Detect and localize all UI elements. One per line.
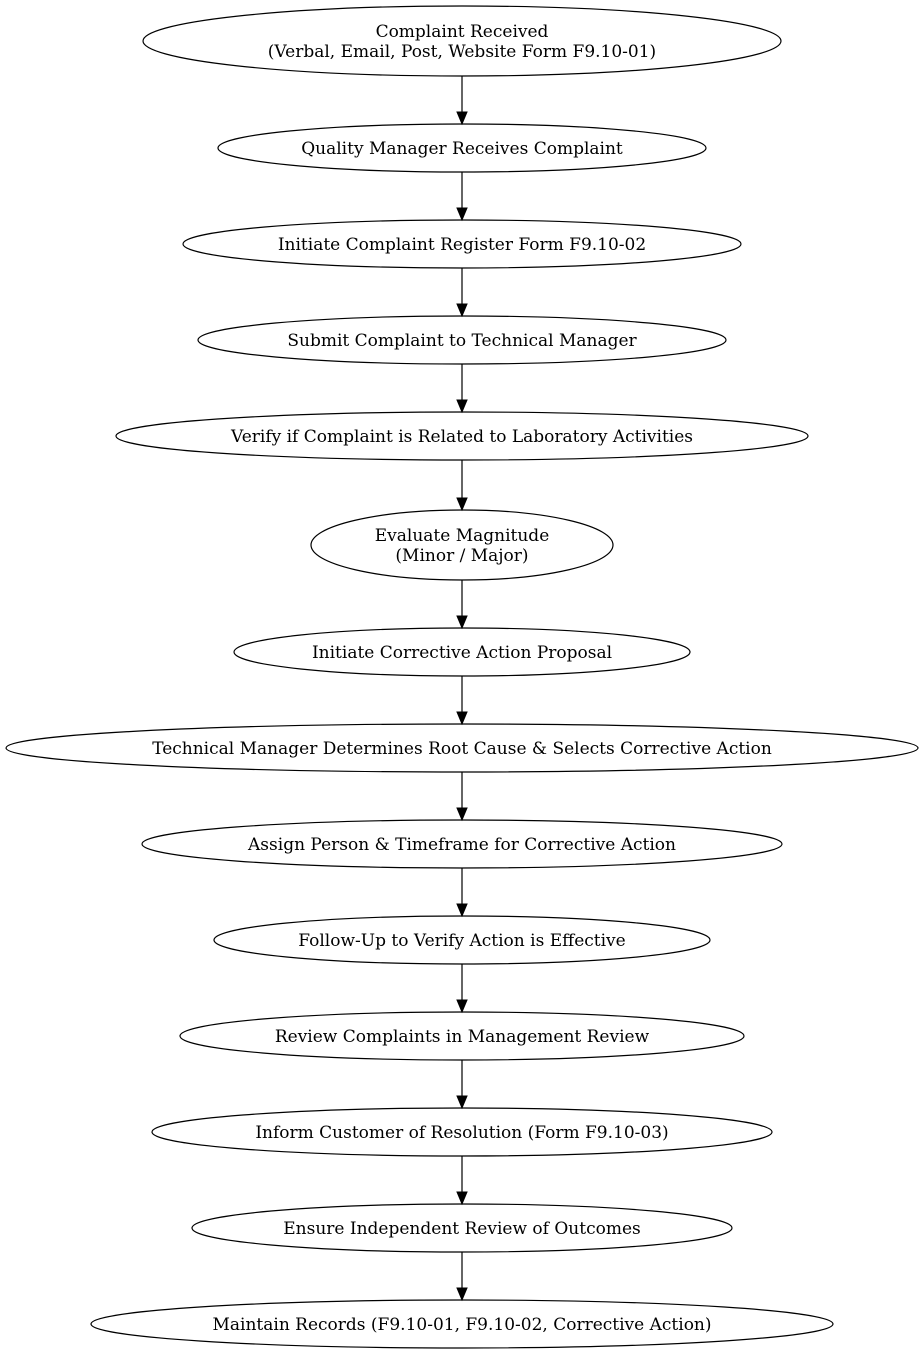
arrowhead-icon — [456, 807, 468, 822]
flow-edge-assign-person-to-follow-up — [456, 868, 468, 918]
arrowhead-icon — [456, 111, 468, 126]
node-label: Review Complaints in Management Review — [275, 1027, 650, 1047]
flow-node-corrective-proposal: Initiate Corrective Action Proposal — [233, 627, 691, 677]
flow-node-initiate-register: Initiate Complaint Register Form F9.10-0… — [182, 219, 742, 269]
flow-node-verify-related: Verify if Complaint is Related to Labora… — [115, 411, 809, 461]
flow-node-independent-review: Ensure Independent Review of Outcomes — [191, 1203, 733, 1253]
arrowhead-icon — [456, 497, 468, 512]
node-ellipse — [191, 1203, 733, 1253]
arrowhead-icon — [456, 999, 468, 1014]
node-label: Initiate Corrective Action Proposal — [312, 643, 612, 663]
flow-edge-inform-customer-to-independent-review — [456, 1156, 468, 1206]
flow-edge-corrective-proposal-to-root-cause — [456, 676, 468, 726]
node-ellipse — [213, 915, 711, 965]
node-ellipse — [142, 5, 782, 77]
flow-node-inform-customer: Inform Customer of Resolution (Form F9.1… — [151, 1107, 773, 1157]
flow-edge-complaint-received-to-qm-receives — [456, 76, 468, 126]
flow-edge-independent-review-to-maintain-records — [456, 1252, 468, 1302]
flow-node-submit-to-tm: Submit Complaint to Technical Manager — [197, 315, 727, 365]
node-label: (Minor / Major) — [395, 546, 528, 566]
flow-node-qm-receives: Quality Manager Receives Complaint — [217, 123, 707, 173]
node-ellipse — [179, 1011, 745, 1061]
node-ellipse — [151, 1107, 773, 1157]
arrowhead-icon — [456, 1191, 468, 1206]
node-label: Initiate Complaint Register Form F9.10-0… — [278, 235, 646, 255]
node-label: Assign Person & Timeframe for Corrective… — [247, 835, 676, 855]
flow-node-complaint-received: Complaint Received(Verbal, Email, Post, … — [142, 5, 782, 77]
arrowhead-icon — [456, 399, 468, 414]
arrowhead-icon — [456, 615, 468, 630]
flow-edge-root-cause-to-assign-person — [456, 772, 468, 822]
arrowhead-icon — [456, 903, 468, 918]
node-label: Submit Complaint to Technical Manager — [287, 331, 637, 351]
node-label: Verify if Complaint is Related to Labora… — [230, 427, 693, 447]
arrowhead-icon — [456, 303, 468, 318]
flow-node-assign-person: Assign Person & Timeframe for Corrective… — [141, 819, 783, 869]
arrowhead-icon — [456, 711, 468, 726]
node-label: (Verbal, Email, Post, Website Form F9.10… — [268, 42, 656, 62]
arrowhead-icon — [456, 207, 468, 222]
node-label: Inform Customer of Resolution (Form F9.1… — [255, 1123, 668, 1143]
node-ellipse — [233, 627, 691, 677]
flow-edge-submit-to-tm-to-verify-related — [456, 364, 468, 414]
node-ellipse — [90, 1299, 834, 1349]
flow-node-root-cause: Technical Manager Determines Root Cause … — [5, 723, 919, 773]
flow-edge-follow-up-to-management-review — [456, 964, 468, 1014]
node-ellipse — [5, 723, 919, 773]
flow-edge-verify-related-to-evaluate-magnitude — [456, 460, 468, 512]
node-label: Quality Manager Receives Complaint — [301, 139, 623, 159]
node-label: Maintain Records (F9.10-01, F9.10-02, Co… — [212, 1315, 711, 1335]
flow-edge-qm-receives-to-initiate-register — [456, 172, 468, 222]
node-ellipse — [310, 509, 614, 581]
flow-node-evaluate-magnitude: Evaluate Magnitude(Minor / Major) — [310, 509, 614, 581]
nodes-layer: Complaint Received(Verbal, Email, Post, … — [5, 5, 919, 1349]
flow-edge-management-review-to-inform-customer — [456, 1060, 468, 1110]
flow-node-maintain-records: Maintain Records (F9.10-01, F9.10-02, Co… — [90, 1299, 834, 1349]
node-ellipse — [217, 123, 707, 173]
flow-node-management-review: Review Complaints in Management Review — [179, 1011, 745, 1061]
node-ellipse — [115, 411, 809, 461]
node-label: Evaluate Magnitude — [375, 526, 550, 546]
arrowhead-icon — [456, 1095, 468, 1110]
arrowhead-icon — [456, 1287, 468, 1302]
node-ellipse — [197, 315, 727, 365]
node-ellipse — [141, 819, 783, 869]
node-ellipse — [182, 219, 742, 269]
flow-node-follow-up: Follow-Up to Verify Action is Effective — [213, 915, 711, 965]
flow-edge-initiate-register-to-submit-to-tm — [456, 268, 468, 318]
edges-layer — [456, 76, 468, 1302]
node-label: Follow-Up to Verify Action is Effective — [298, 931, 625, 951]
node-label: Ensure Independent Review of Outcomes — [283, 1219, 640, 1239]
flow-edge-evaluate-magnitude-to-corrective-proposal — [456, 580, 468, 630]
node-label: Technical Manager Determines Root Cause … — [152, 739, 772, 759]
node-label: Complaint Received — [376, 22, 549, 42]
